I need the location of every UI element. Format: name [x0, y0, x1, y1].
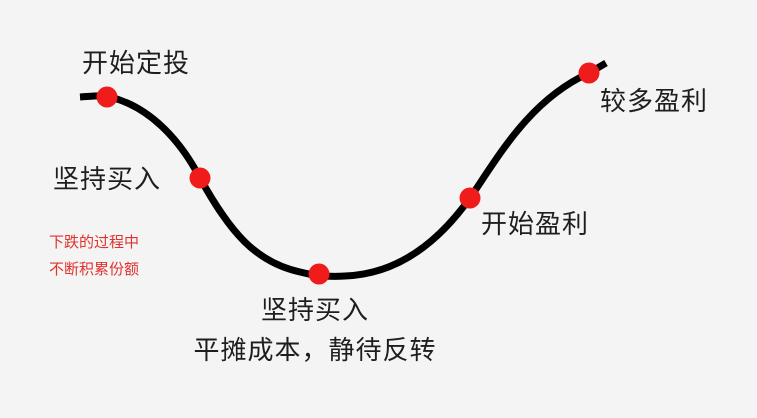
label-profit-start: 开始盈利 — [481, 210, 590, 240]
note-accumulate: 下跌的过程中 不断积累份额 — [49, 229, 139, 283]
label-trough: 坚持买入 — [260, 296, 369, 326]
dot-falling — [189, 167, 211, 189]
label-trough-sub: 平摊成本，静待反转 — [193, 336, 437, 366]
label-falling: 坚持买入 — [53, 165, 162, 195]
label-start: 开始定投 — [82, 49, 191, 79]
dot-profit-start — [459, 187, 481, 209]
label-profit-more: 较多盈利 — [600, 87, 709, 117]
dot-profit-more — [578, 62, 600, 84]
dot-trough — [308, 263, 330, 285]
note-line-2: 不断积累份额 — [49, 260, 140, 278]
price-curve — [79, 59, 608, 280]
note-line-1: 下跌的过程中 — [49, 233, 140, 251]
dot-start — [96, 86, 118, 108]
